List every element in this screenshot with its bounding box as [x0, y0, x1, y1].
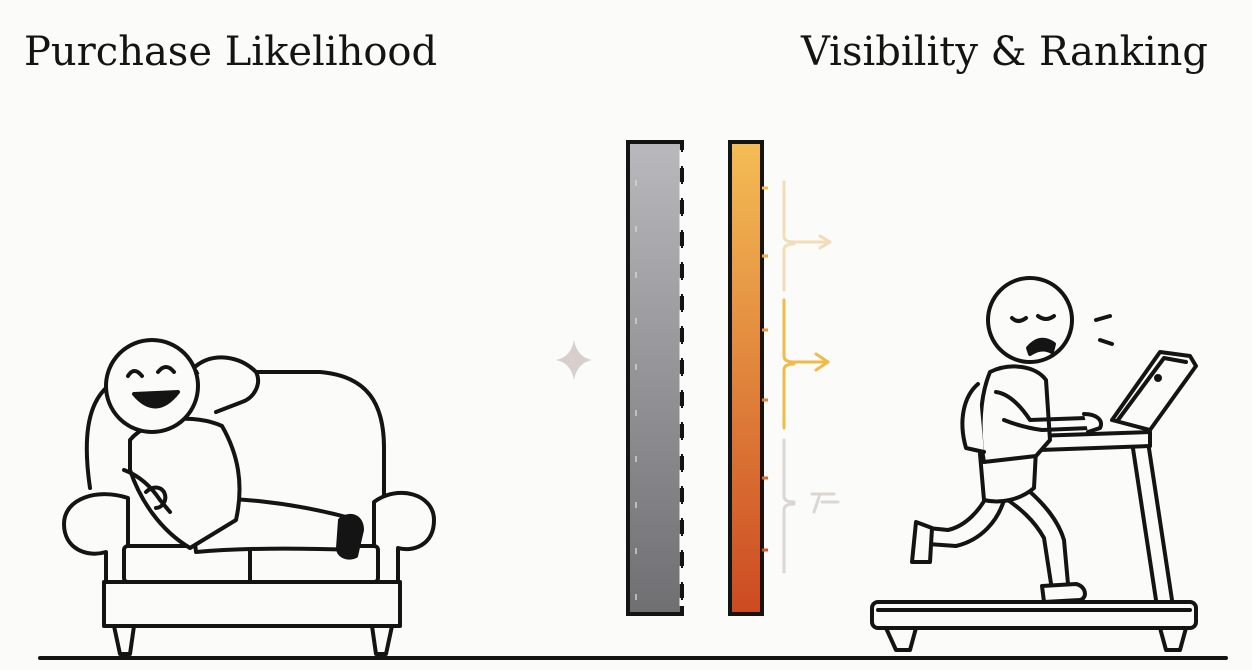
- arrow-light-icon: [782, 180, 832, 292]
- tired-person-on-treadmill-icon: [870, 276, 1198, 652]
- relaxed-person-on-couch-icon: [62, 338, 436, 656]
- label-purchase-likelihood: Purchase Likelihood: [24, 29, 438, 75]
- label-visibility-ranking: Visibility & Ranking: [800, 29, 1208, 75]
- sparkle-icon: [556, 340, 592, 380]
- orange-gauge-bar: [728, 140, 768, 616]
- arrow-faint-icon: [782, 438, 840, 574]
- arrow-highlight-icon: [782, 298, 830, 430]
- gray-gauge-bar: [626, 140, 685, 616]
